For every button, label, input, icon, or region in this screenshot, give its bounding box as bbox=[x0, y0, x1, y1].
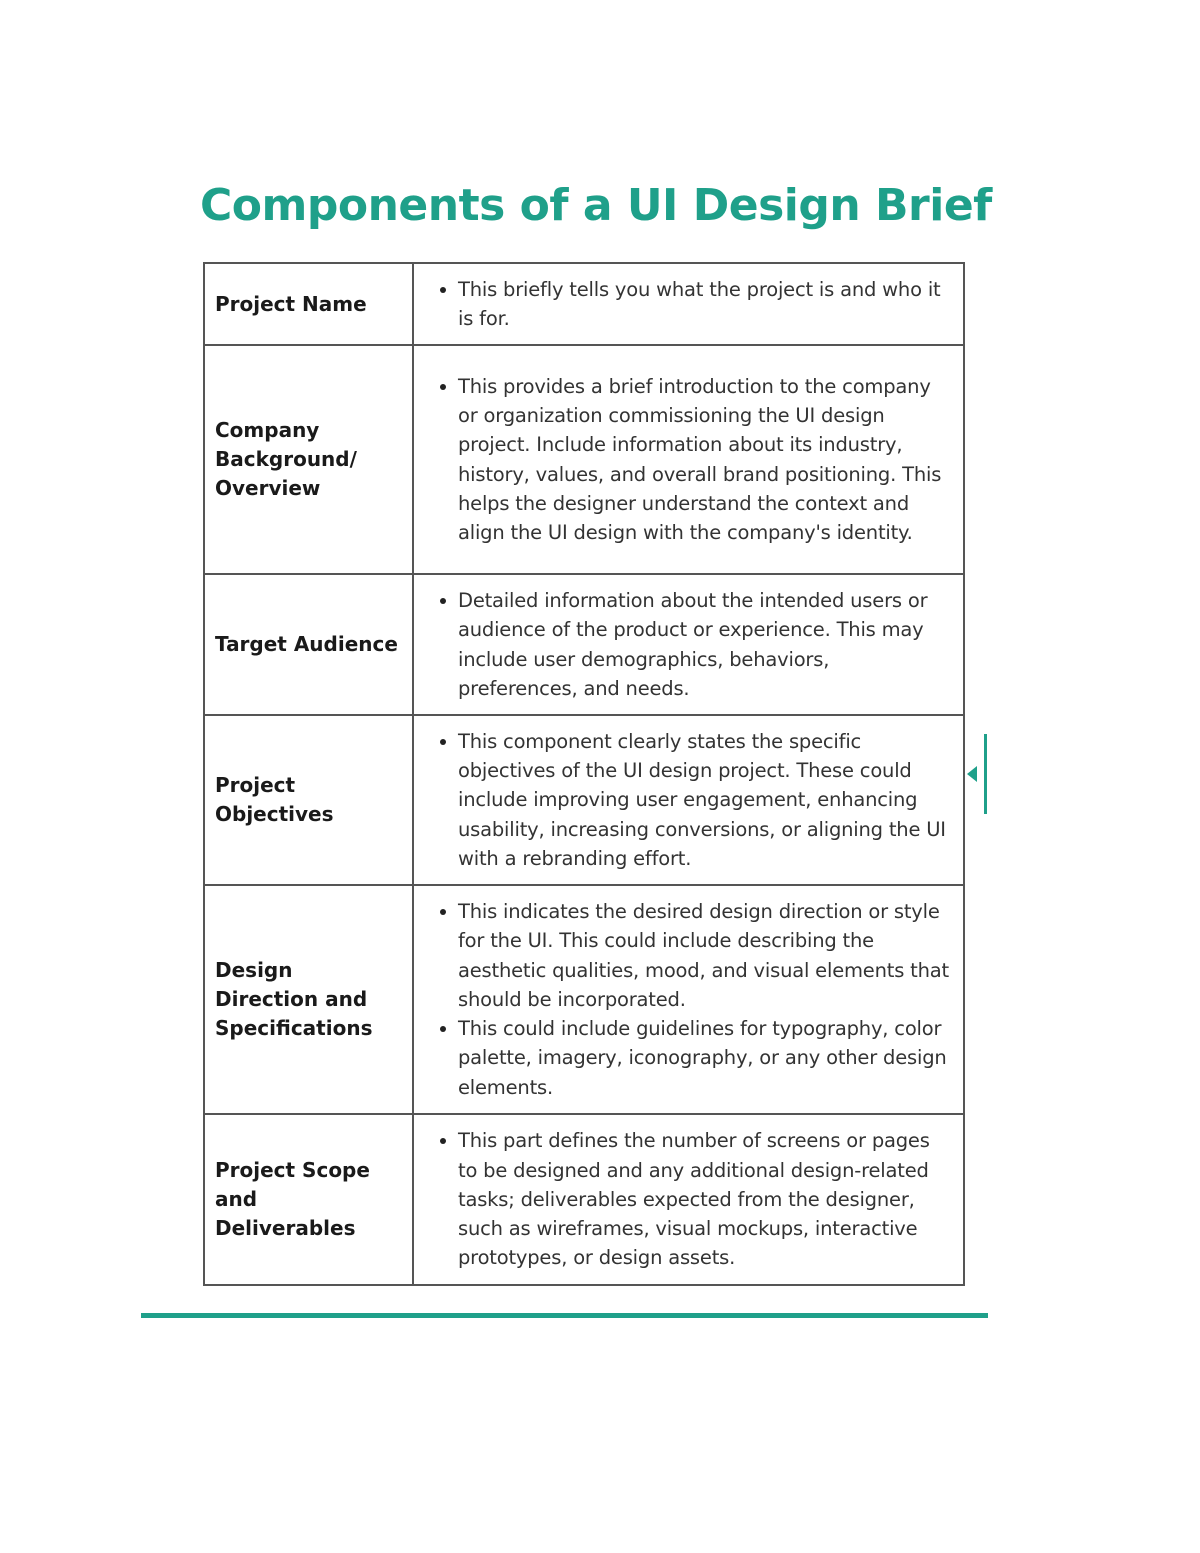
page-title: Components of a UI Design Brief bbox=[200, 180, 992, 231]
row-description: This briefly tells you what the project … bbox=[412, 262, 965, 346]
table-row: Company Background/ Overview This provid… bbox=[203, 344, 965, 575]
bullet-item: This component clearly states the specif… bbox=[440, 727, 951, 873]
marker-bar bbox=[984, 734, 987, 814]
side-marker bbox=[967, 734, 991, 814]
row-label: Project Objectives bbox=[203, 714, 414, 886]
table-row: Target Audience Detailed information abo… bbox=[203, 573, 965, 716]
row-label: Project Name bbox=[203, 262, 414, 346]
table-row: Project Objectives This component clearl… bbox=[203, 714, 965, 886]
bullet-item: This briefly tells you what the project … bbox=[440, 275, 951, 334]
row-description: Detailed information about the intended … bbox=[412, 573, 965, 716]
row-label: Project Scope and Deliverables bbox=[203, 1113, 414, 1286]
bottom-divider bbox=[141, 1313, 988, 1318]
row-label: Company Background/ Overview bbox=[203, 344, 414, 575]
design-brief-table: Project Name This briefly tells you what… bbox=[203, 262, 965, 1286]
row-description: This part defines the number of screens … bbox=[412, 1113, 965, 1286]
row-description: This indicates the desired design direct… bbox=[412, 884, 965, 1115]
row-description: This component clearly states the specif… bbox=[412, 714, 965, 886]
row-description: This provides a brief introduction to th… bbox=[412, 344, 965, 575]
bullet-item: This could include guidelines for typogr… bbox=[440, 1014, 951, 1102]
bullet-item: This indicates the desired design direct… bbox=[440, 897, 951, 1014]
row-label: Target Audience bbox=[203, 573, 414, 716]
row-label: Design Direction and Specifications bbox=[203, 884, 414, 1115]
bullet-item: Detailed information about the intended … bbox=[440, 586, 951, 703]
caret-left-icon bbox=[967, 766, 977, 782]
bullet-item: This provides a brief introduction to th… bbox=[440, 372, 951, 548]
bullet-item: This part defines the number of screens … bbox=[440, 1126, 951, 1272]
table-row: Project Scope and Deliverables This part… bbox=[203, 1113, 965, 1286]
table-row: Project Name This briefly tells you what… bbox=[203, 262, 965, 346]
table-row: Design Direction and Specifications This… bbox=[203, 884, 965, 1115]
